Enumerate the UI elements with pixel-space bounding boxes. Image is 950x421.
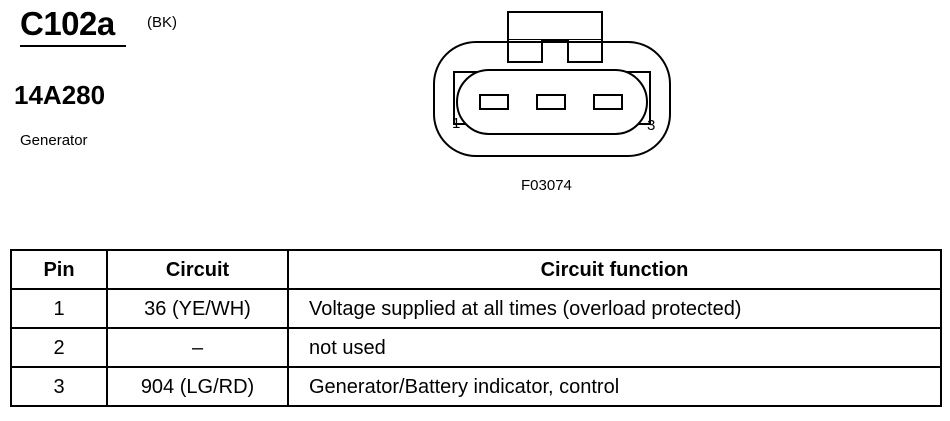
connector-pin-cavity bbox=[456, 69, 648, 135]
circuit-cell: 904 (LG/RD) bbox=[106, 366, 289, 407]
connector-outer-shell bbox=[433, 41, 671, 157]
component-name: Generator bbox=[20, 132, 88, 149]
pin-cell: 1 bbox=[10, 288, 108, 329]
terminal-2 bbox=[536, 94, 566, 110]
pin-label-3: 3 bbox=[647, 117, 655, 134]
connector-color: (BK) bbox=[147, 14, 177, 31]
table-header-row: Pin Circuit Circuit function bbox=[10, 249, 942, 290]
terminal-1 bbox=[479, 94, 509, 110]
terminal-3 bbox=[593, 94, 623, 110]
circuit-cell: 36 (YE/WH) bbox=[106, 288, 289, 329]
column-header-function: Circuit function bbox=[287, 249, 942, 290]
circuit-cell: – bbox=[106, 327, 289, 368]
connector-id-underline bbox=[20, 45, 126, 47]
part-number: 14A280 bbox=[14, 80, 106, 110]
connector-id: C102a bbox=[20, 5, 115, 42]
pin-cell: 2 bbox=[10, 327, 108, 368]
function-cell: Generator/Battery indicator, control bbox=[287, 366, 942, 407]
pin-cell: 3 bbox=[10, 366, 108, 407]
column-header-circuit: Circuit bbox=[106, 249, 289, 290]
figure-id: F03074 bbox=[521, 177, 572, 194]
table-row: 3 904 (LG/RD) Generator/Battery indicato… bbox=[10, 366, 942, 407]
table-row: 1 36 (YE/WH) Voltage supplied at all tim… bbox=[10, 288, 942, 329]
pin-label-1: 1 bbox=[452, 115, 460, 132]
function-cell: not used bbox=[287, 327, 942, 368]
locking-tab bbox=[507, 11, 603, 63]
connector-face-diagram: 1 3 bbox=[433, 11, 671, 157]
table-row: 2 – not used bbox=[10, 327, 942, 368]
pin-table: Pin Circuit Circuit function 1 36 (YE/WH… bbox=[10, 249, 942, 407]
function-cell: Voltage supplied at all times (overload … bbox=[287, 288, 942, 329]
column-header-pin: Pin bbox=[10, 249, 108, 290]
